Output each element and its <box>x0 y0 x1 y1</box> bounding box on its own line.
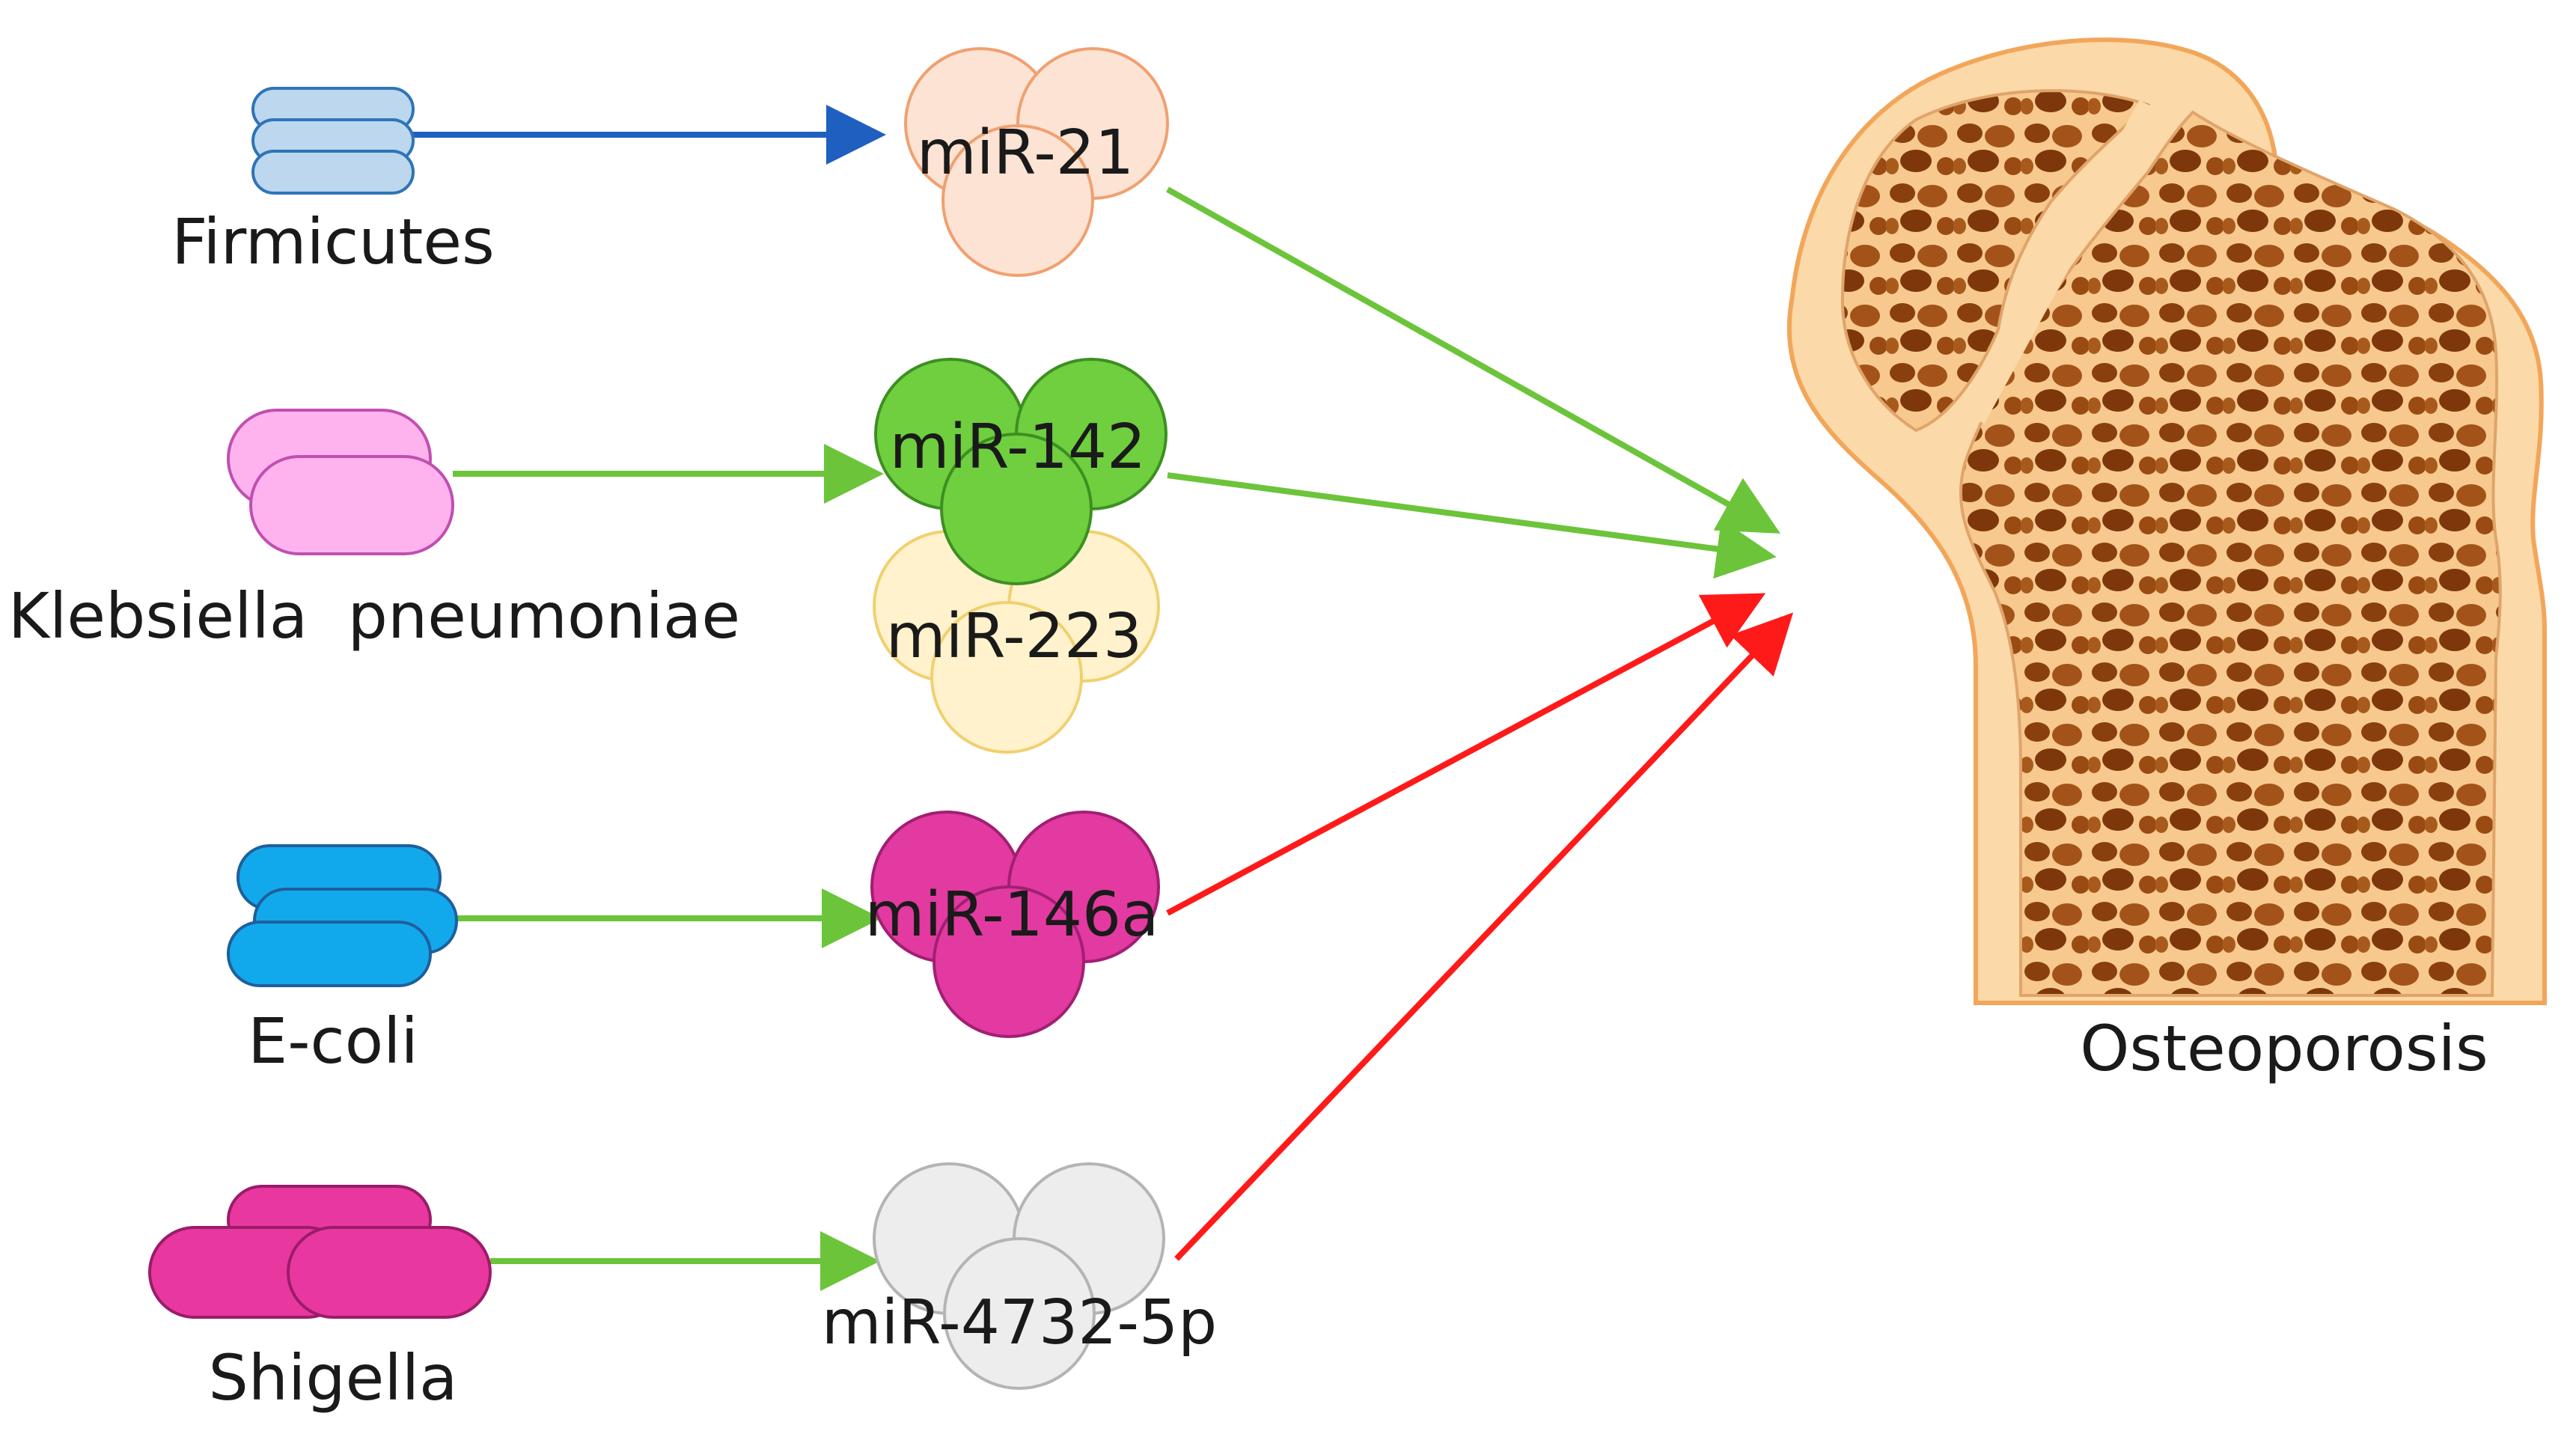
label-osteoporosis: Osteoporosis <box>2080 1012 2488 1085</box>
mirna-mir4732 <box>873 1162 1165 1390</box>
bacterium-shigella <box>148 1185 492 1319</box>
arrow-mir4732-osteoporosis <box>1174 612 1794 1261</box>
label-shigella: Shigella <box>208 1341 457 1415</box>
arrow-mir142-osteoporosis <box>1167 472 1777 579</box>
arrows <box>412 105 1794 1291</box>
label-ecoli: E-coli <box>248 1004 418 1078</box>
label-mir146a: miR-146a <box>865 879 1159 951</box>
arrow-mir21-osteoporosis <box>1166 186 1780 534</box>
bacterium-ecoli <box>227 844 458 987</box>
bacterium-klebsiella <box>227 409 454 555</box>
label-mir21: miR-21 <box>917 118 1134 189</box>
label-mir142: miR-142 <box>890 412 1146 483</box>
bone-growth-plate <box>1967 100 2157 424</box>
label-mir4732: miR-4732-5p <box>822 1287 1217 1358</box>
arrow-mir146a-osteoporosis <box>1166 593 1766 916</box>
label-mir223: miR-223 <box>886 601 1142 672</box>
mirna-mir21 <box>904 47 1169 277</box>
bacterium-firmicutes <box>251 87 415 195</box>
label-firmicutes: Firmicutes <box>171 205 495 278</box>
femur-bone-illustration <box>1787 37 2547 1005</box>
bone-spongy-neck <box>1840 89 2151 433</box>
mirna-mir142 <box>874 358 1168 585</box>
label-klebsiella: Klebsiella pneumoniae <box>8 579 740 653</box>
mirna-mir146a <box>870 811 1160 1038</box>
